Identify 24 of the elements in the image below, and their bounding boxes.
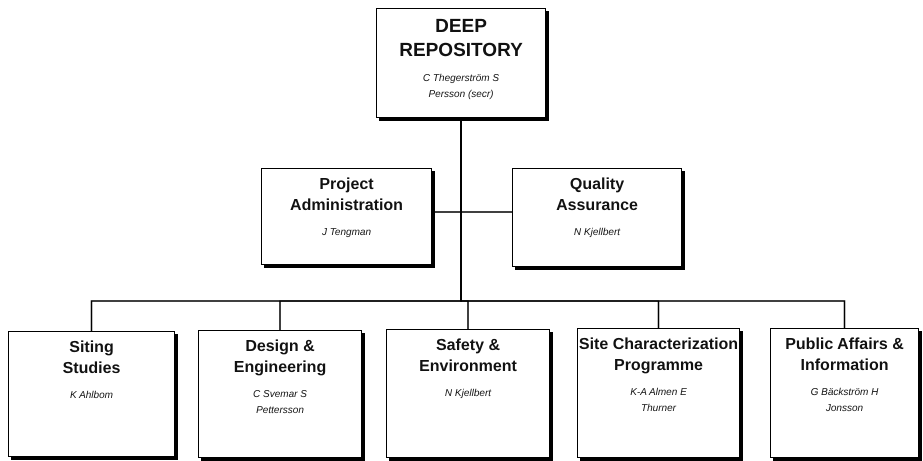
unit-box bbox=[261, 168, 432, 265]
unit-box bbox=[386, 329, 550, 458]
staff-names: C Thegerström S Persson (secr) bbox=[422, 72, 500, 102]
unit-title: Quality Assurance bbox=[555, 175, 639, 216]
unit-box bbox=[770, 328, 919, 458]
staff-names: N Kjellbert bbox=[444, 386, 492, 401]
staff-names: K-A Almen E Thurner bbox=[629, 386, 688, 416]
staff-names: C Svemar S Pettersson bbox=[252, 388, 308, 418]
staff-names: N Kjellbert bbox=[572, 226, 622, 240]
unit-box bbox=[198, 330, 362, 458]
unit-title: DEEP REPOSITORY bbox=[398, 15, 524, 62]
unit-box bbox=[512, 168, 682, 267]
staff-names: K Ahlbom bbox=[69, 388, 114, 403]
staff-names: G Bäckström H Jonsson bbox=[810, 386, 880, 416]
unit-title: Design & Engineering bbox=[232, 337, 328, 378]
unit-title: Site Characterization Programme bbox=[578, 335, 738, 376]
unit-title: Project Administration bbox=[289, 175, 404, 216]
unit-box bbox=[8, 331, 175, 457]
unit-box bbox=[577, 328, 740, 458]
unit-title: Siting Studies bbox=[62, 338, 122, 379]
unit-title: Safety & Environment bbox=[418, 336, 518, 377]
staff-names: J Tengman bbox=[320, 226, 372, 240]
unit-title: Public Affairs & Information bbox=[784, 335, 905, 376]
department-box bbox=[376, 8, 546, 118]
